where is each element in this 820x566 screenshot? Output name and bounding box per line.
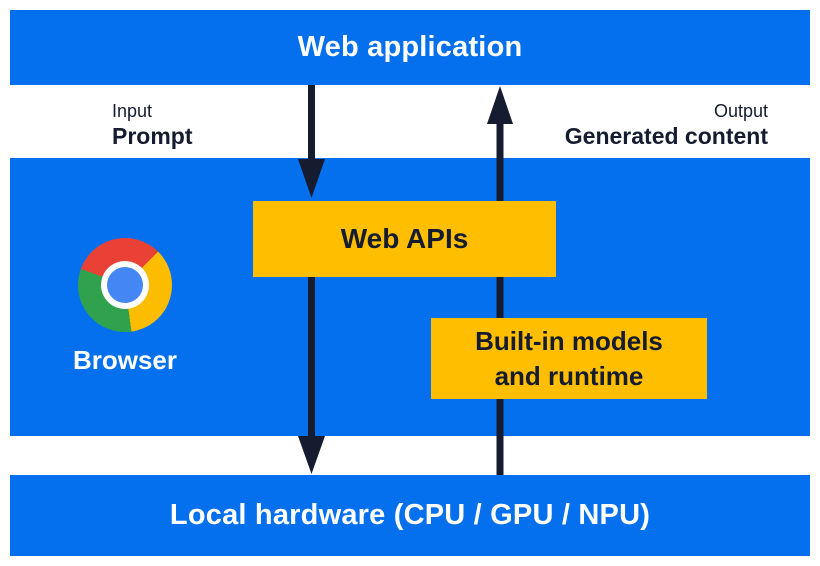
builtin-models-label: Built-in models and runtime xyxy=(475,326,663,391)
web-application-label: Web application xyxy=(297,31,523,63)
web-apis-box: Web APIs xyxy=(253,201,556,277)
output-value: Generated content xyxy=(564,123,768,149)
chrome-icon-ring xyxy=(101,261,149,309)
local-hardware-label: Local hardware (CPU / GPU / NPU) xyxy=(169,499,651,531)
browser-label: Browser xyxy=(72,345,178,375)
chrome-icon-hub xyxy=(107,267,143,303)
input-title: Input xyxy=(112,101,153,121)
web-apis-label: Web APIs xyxy=(340,223,469,254)
input-value: Prompt xyxy=(112,123,193,149)
output-annotation: Output Generated content xyxy=(565,100,768,150)
chrome-browser-icon xyxy=(78,238,172,332)
builtin-models-box: Built-in models and runtime xyxy=(431,318,707,399)
output-title: Output xyxy=(713,101,768,121)
web-application-band: Web application xyxy=(10,10,810,85)
local-hardware-band: Local hardware (CPU / GPU / NPU) xyxy=(10,475,810,556)
input-annotation: Input Prompt xyxy=(112,100,193,150)
